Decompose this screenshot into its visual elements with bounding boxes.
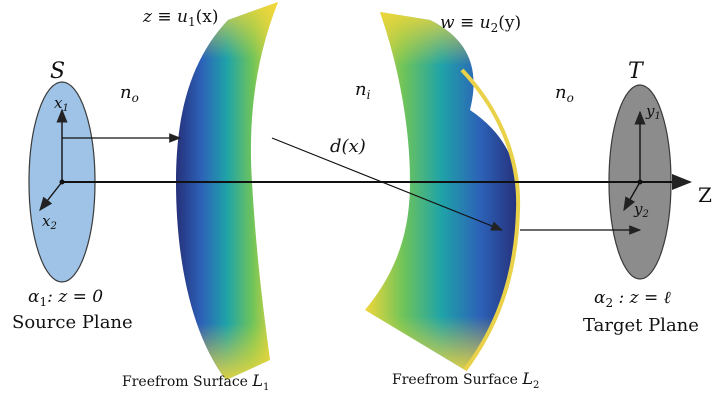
alpha1-label: α1: z = 0 <box>28 287 103 309</box>
n-inner: ni <box>355 79 371 102</box>
target-origin <box>637 179 643 185</box>
freeform-surface-1-label: Freefrom Surface L1 <box>122 371 269 393</box>
tgt-y2-label: y2 <box>633 200 649 220</box>
src-x2-label: x2 <box>42 212 57 232</box>
freeform-surface-2 <box>365 12 521 372</box>
source-plane-label: Source Plane <box>12 312 133 333</box>
axis-z-label: Z <box>698 183 712 207</box>
target-axis-y2 <box>623 181 641 212</box>
source-symbol: S <box>50 59 65 84</box>
src-x1-label: x1 <box>54 94 69 114</box>
distance-label: d(x) <box>330 136 366 157</box>
tgt-y1-label: y1 <box>645 102 661 122</box>
internal-ray <box>271 137 504 231</box>
source-axis-x2 <box>39 181 63 212</box>
alpha2-label: α2 : z = ℓ <box>594 288 671 310</box>
surface1-equation: z ≡ u1(x) <box>142 7 218 29</box>
freeform-surface-2-label: Freefrom Surface L2 <box>392 369 539 391</box>
source-origin <box>59 179 65 185</box>
target-symbol: T <box>628 59 645 84</box>
freeform-surface-1 <box>176 2 278 380</box>
target-plane-label: Target Plane <box>583 315 699 336</box>
n-outer-right: no <box>555 82 574 105</box>
n-outer-left: no <box>120 82 139 105</box>
surface2-equation: w ≡ u2(y) <box>440 13 521 35</box>
